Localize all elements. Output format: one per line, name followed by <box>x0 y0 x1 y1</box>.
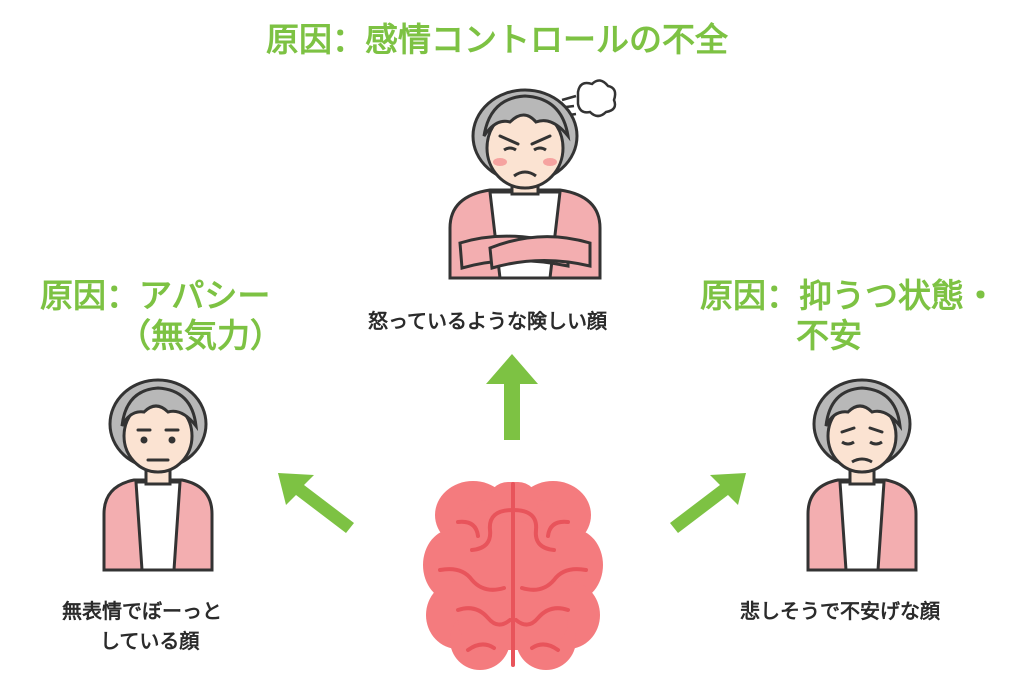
blank-elderly-woman-icon <box>102 378 214 572</box>
sad-elderly-woman-icon <box>806 378 918 572</box>
left-cause-heading-line1: 原因：アパシー <box>40 276 271 315</box>
arrow-up-left-icon <box>278 473 354 533</box>
arrow-up-right-icon <box>670 473 746 533</box>
left-face-caption-line1: 無表情でぼーっと <box>62 599 222 623</box>
brain-icon <box>423 481 603 670</box>
arrow-up-icon <box>486 354 538 440</box>
right-cause-heading-line1: 原因：抑うつ状態・ <box>700 276 997 315</box>
angry-elderly-woman-icon <box>448 79 617 280</box>
right-cause-heading-line2: 不安 <box>796 316 862 355</box>
top-cause-heading: 原因：感情コントロールの不全 <box>266 20 728 59</box>
left-cause-heading-line2: （無気力） <box>118 316 283 355</box>
left-face-caption-line2: している顔 <box>100 629 200 653</box>
top-face-caption: 怒っているような険しい顔 <box>368 309 607 333</box>
right-face-caption: 悲しそうで不安げな顔 <box>740 599 940 623</box>
